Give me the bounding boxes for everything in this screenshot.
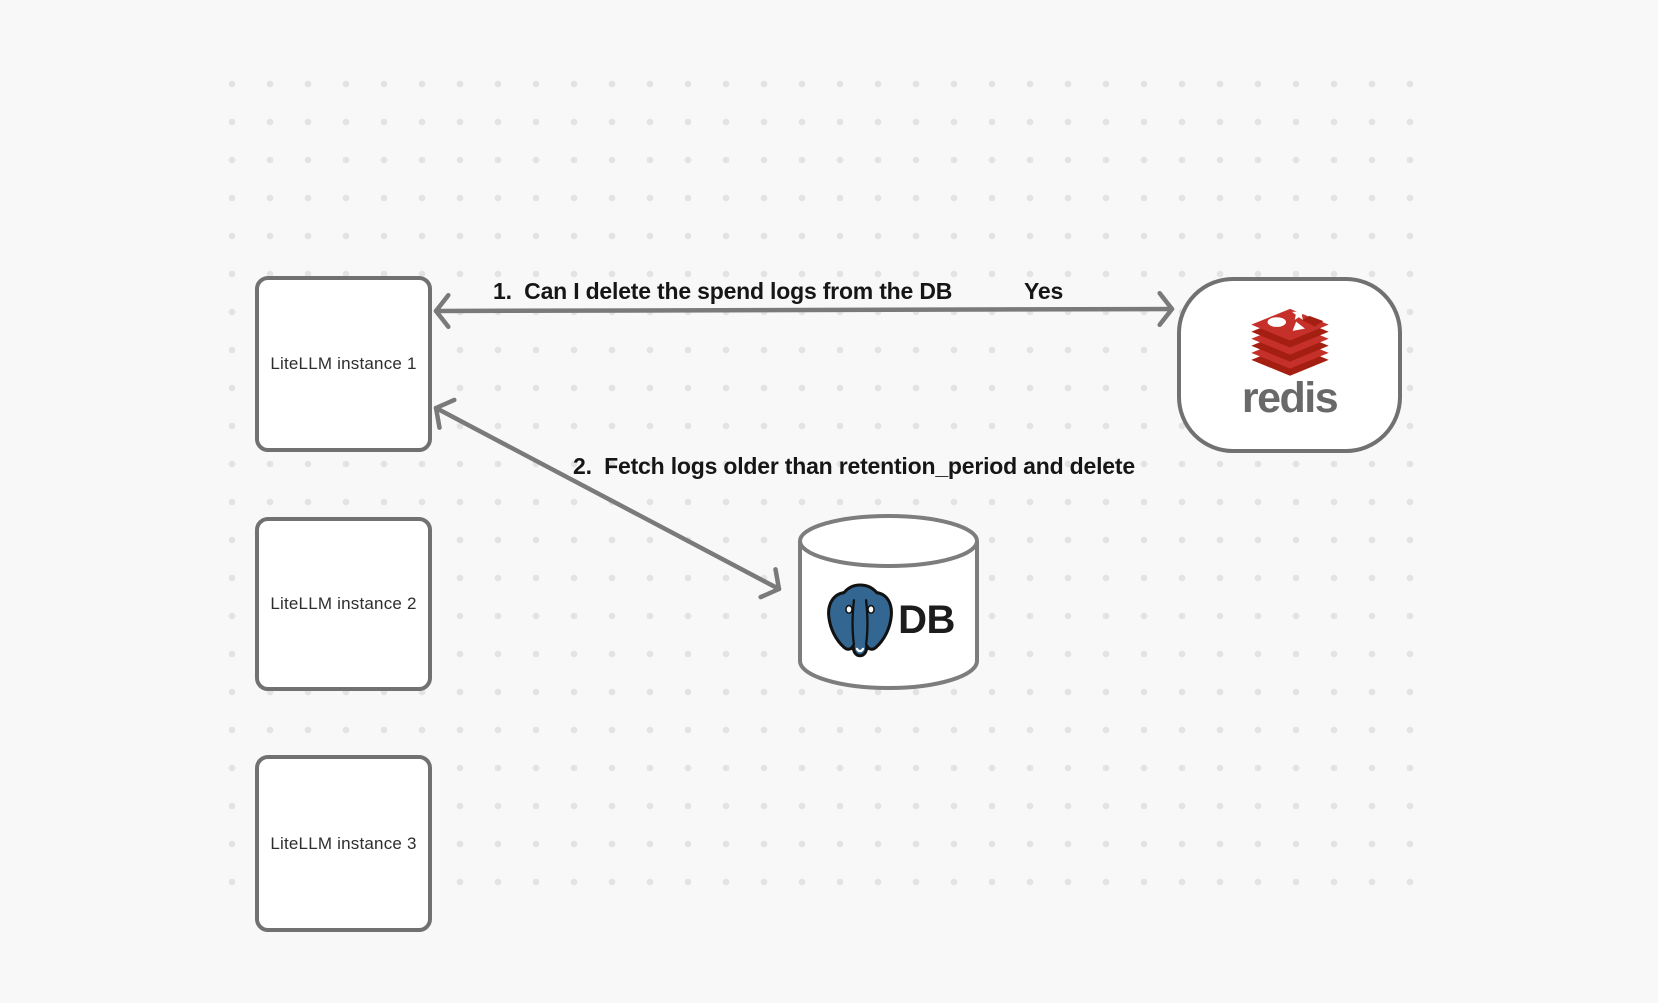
node-litellm-instance-3-label: LiteLLM instance 3: [270, 833, 417, 853]
redis-wordmark: redis: [1241, 374, 1339, 422]
node-redis[interactable]: redis: [1177, 277, 1402, 453]
dot-grid: [228, 80, 1414, 886]
node-postgres-db[interactable]: DB: [797, 511, 980, 692]
redis-logo-icon: [1250, 307, 1329, 376]
node-litellm-instance-1-label: LiteLLM instance 1: [270, 354, 417, 373]
edge1-answer-label[interactable]: Yes: [1024, 278, 1064, 304]
node-litellm-instance-3[interactable]: LiteLLM instance 3: [255, 755, 432, 932]
edge1-label[interactable]: 1. Can I delete the spend logs from the …: [493, 278, 953, 304]
db-node-content: DB: [803, 577, 974, 663]
postgresql-elephant-icon: [827, 583, 894, 658]
node-litellm-instance-2[interactable]: LiteLLM instance 2: [255, 517, 432, 691]
edge2-label[interactable]: 2. Fetch logs older than retention_perio…: [573, 453, 1135, 479]
db-label: DB: [898, 597, 955, 642]
node-litellm-instance-1[interactable]: LiteLLM instance 1: [255, 276, 432, 452]
node-litellm-instance-2-label: LiteLLM instance 2: [270, 594, 417, 613]
